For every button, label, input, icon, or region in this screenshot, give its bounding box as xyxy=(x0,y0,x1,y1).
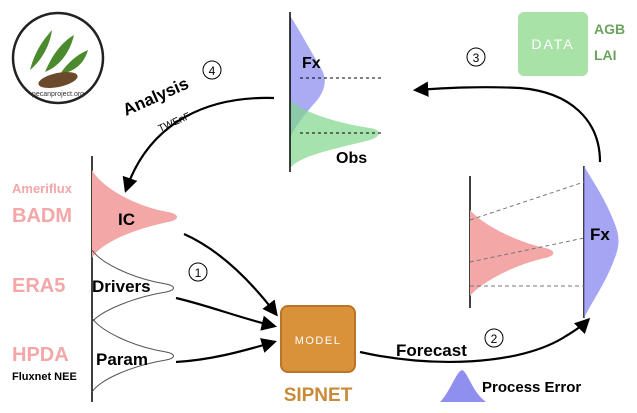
process-error-icon xyxy=(440,370,486,402)
step-1-badge: 1 xyxy=(188,262,208,282)
source-era5: ERA5 xyxy=(12,275,65,297)
source-fluxnet: Fluxnet NEE xyxy=(12,371,77,383)
model-box xyxy=(280,305,356,373)
ic-to-model-arrow xyxy=(183,232,278,317)
source-hpda: HPDA xyxy=(12,344,69,366)
data-var-lai: LAI xyxy=(594,47,617,63)
step-2-badge: 2 xyxy=(484,328,504,348)
ic-density xyxy=(92,170,177,258)
fx-label-top: Fx xyxy=(302,55,321,72)
source-badm: BADM xyxy=(12,205,72,227)
param-label: Param xyxy=(96,350,148,369)
data-box-label: DATA xyxy=(531,36,574,52)
analysis-label: Analysis xyxy=(120,74,192,120)
obs-density xyxy=(290,100,379,168)
step-4-number: 4 xyxy=(209,64,216,78)
data-var-agb: AGB xyxy=(594,21,625,37)
param-to-model-arrow xyxy=(175,338,277,364)
assimilation-arrow xyxy=(412,81,602,163)
process-error-label: Process Error xyxy=(482,379,581,396)
pecan-logo: pecanproject.org xyxy=(11,11,105,105)
fx-label-right: Fx xyxy=(590,225,610,244)
input-densities: IC Drivers Param xyxy=(91,156,177,402)
fx-density-right xyxy=(584,166,619,318)
data-box xyxy=(518,12,588,76)
model-box-label: MODEL xyxy=(295,335,342,347)
step-3-number: 3 xyxy=(473,51,480,65)
top-density-plot: Fx Obs xyxy=(289,12,384,172)
step-4-badge: 4 xyxy=(202,60,222,80)
source-ameriflux: Ameriflux xyxy=(12,181,73,196)
drivers-to-model-arrow xyxy=(175,296,277,331)
forecast-arrow xyxy=(359,317,591,364)
step-3-badge: 3 xyxy=(466,47,486,67)
forecast-label: Forecast xyxy=(396,341,467,360)
right-density-plot: Fx xyxy=(469,166,619,318)
logo-text: pecanproject.org xyxy=(32,91,84,98)
obs-label: Obs xyxy=(336,150,367,167)
ic-label: IC xyxy=(118,210,135,229)
step-2-number: 2 xyxy=(491,332,498,346)
drivers-label: Drivers xyxy=(92,277,151,296)
model-name: SIPNET xyxy=(284,385,353,406)
step-1-number: 1 xyxy=(195,266,202,280)
analysis-arrow xyxy=(122,96,275,193)
